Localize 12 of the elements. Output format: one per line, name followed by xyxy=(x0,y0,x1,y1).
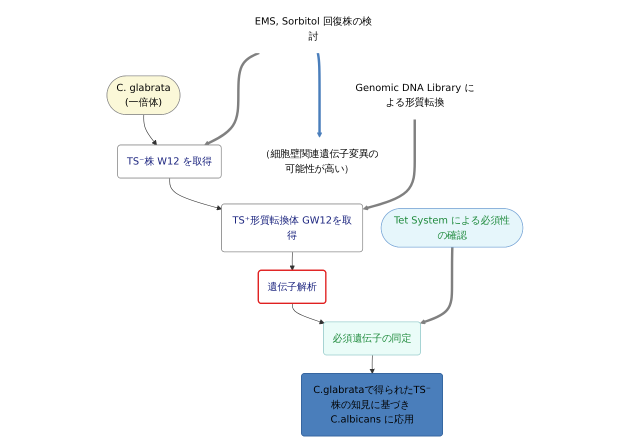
arrow xyxy=(369,355,374,374)
node-text: EMS, Sorbitol 回復株の検討 xyxy=(254,15,372,42)
node-text: Genomic DNA Library による形質転換 xyxy=(354,82,474,108)
arrow xyxy=(316,52,322,138)
node-text: （細胞壁関連遺伝子変異の可能性が高い） xyxy=(260,148,378,174)
arrow xyxy=(292,303,324,324)
arrow xyxy=(420,248,454,324)
arrow xyxy=(362,119,416,210)
arrow xyxy=(143,114,157,146)
arrow xyxy=(204,52,260,146)
arrow xyxy=(289,252,295,271)
arrow xyxy=(169,178,222,210)
